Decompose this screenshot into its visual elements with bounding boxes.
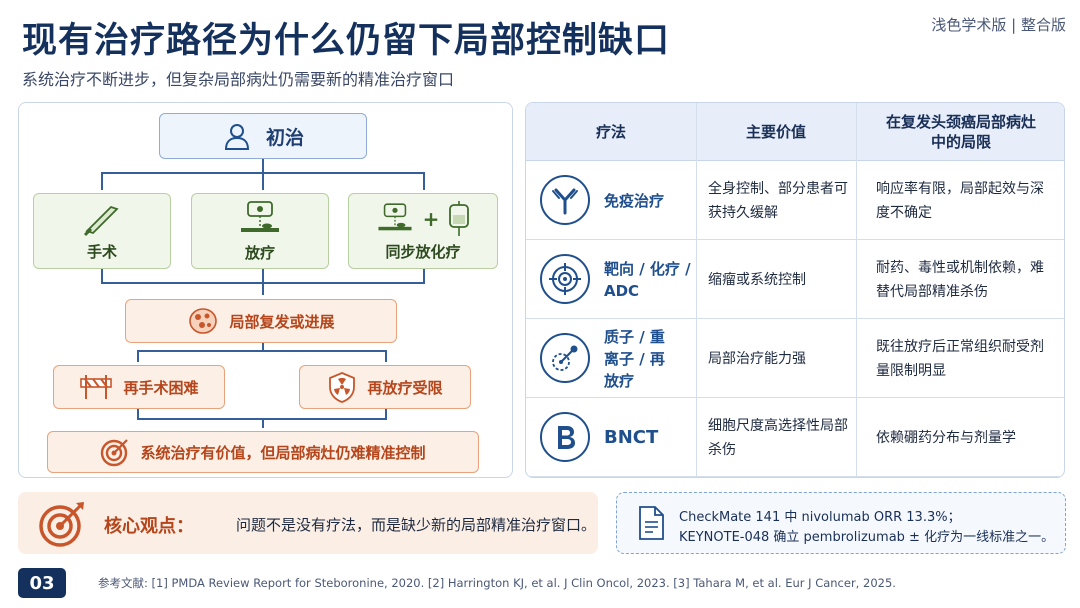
table-row: 免疫治疗 全身控制、部分患者可获持久缓解 响应率有限，局部起效与深度不确定 bbox=[526, 161, 1064, 240]
references: 参考文献: [1] PMDA Review Report for Steboro… bbox=[98, 576, 896, 590]
connector bbox=[137, 409, 139, 419]
therapy-name: 靶向 / 化疗 / ADC bbox=[604, 259, 691, 300]
therapy-name: 质子 / 重离子 / 再放疗 bbox=[604, 327, 665, 390]
connector bbox=[137, 350, 387, 352]
connector bbox=[262, 172, 264, 190]
evidence-line-1: CheckMate 141 中 nivolumab ORR 13.3%； bbox=[679, 510, 961, 525]
initial-treatment-label: 初治 bbox=[265, 126, 304, 149]
radiotherapy-label: 放疗 bbox=[244, 243, 275, 262]
therapy-value: 细胞尺度高选择性局部杀伤 bbox=[708, 417, 848, 458]
core-message-text: 问题不是没有疗法，而是缺少新的局部精准治疗窗口。 bbox=[236, 516, 597, 534]
target-arrow-icon bbox=[39, 502, 84, 547]
connector bbox=[385, 409, 387, 419]
col-header-value: 主要价值 bbox=[745, 123, 806, 141]
tumor-cells-icon bbox=[189, 308, 218, 334]
radiation-machine-icon bbox=[378, 202, 412, 230]
col-header-therapy: 疗法 bbox=[595, 123, 626, 141]
therapy-value: 全身控制、部分患者可获持久缓解 bbox=[708, 180, 848, 221]
table-row: BNCT 细胞尺度高选择性局部杀伤 依赖硼药分布与剂量学 bbox=[526, 398, 1064, 477]
therapy-name: 免疫治疗 bbox=[604, 191, 665, 210]
column-divider bbox=[696, 103, 697, 477]
radiation-shield-icon bbox=[329, 372, 356, 403]
resurgery-label: 再手术困难 bbox=[123, 378, 199, 397]
col-header-limitation: 在复发头颈癌局部病灶中的局限 bbox=[885, 113, 1036, 151]
therapy-name: BNCT bbox=[604, 426, 659, 448]
iv-bag-icon bbox=[449, 200, 470, 236]
resurgery-box: 再手术困难 bbox=[53, 365, 225, 409]
connector bbox=[262, 159, 264, 173]
column-divider bbox=[856, 103, 857, 477]
systemic-therapy-label: 系统治疗有价值，但局部病灶仍难精准控制 bbox=[140, 443, 426, 462]
connector bbox=[423, 269, 425, 283]
table-header: 疗法 主要价值 在复发头颈癌局部病灶中的局限 bbox=[526, 103, 1064, 161]
scalpel-icon bbox=[83, 205, 119, 236]
core-message-banner: 核心观点： 问题不是没有疗法，而是缺少新的局部精准治疗窗口。 bbox=[18, 492, 598, 554]
chemoradiotherapy-label: 同步放化疗 bbox=[385, 242, 461, 261]
therapy-limitation: 响应率有限，局部起效与深度不确定 bbox=[876, 180, 1044, 221]
page-subtitle: 系统治疗不断进步，但复杂局部病灶仍需要新的精准治疗窗口 bbox=[22, 70, 455, 89]
therapy-limitation: 既往放疗后正常组织耐受剂量限制明显 bbox=[876, 338, 1044, 379]
surgery-box: 手术 bbox=[33, 193, 171, 269]
connector bbox=[101, 282, 425, 284]
person-icon bbox=[224, 124, 249, 150]
reradiotherapy-box: 再放疗受限 bbox=[299, 365, 471, 409]
radiotherapy-box: 放疗 bbox=[191, 193, 329, 269]
antibody-icon bbox=[540, 175, 590, 225]
chemoradiotherapy-box: + 同步放化疗 bbox=[348, 193, 498, 269]
connector bbox=[137, 350, 139, 362]
document-icon bbox=[639, 506, 664, 540]
radiation-machine-icon bbox=[241, 200, 279, 232]
page-number: 03 bbox=[18, 568, 66, 598]
recurrence-box: 局部复发或进展 bbox=[125, 299, 397, 343]
connector bbox=[262, 343, 264, 351]
therapy-limitation: 依赖硼药分布与剂量学 bbox=[876, 429, 1016, 446]
target-arrow-icon bbox=[101, 439, 129, 467]
table-row: 质子 / 重离子 / 再放疗 局部治疗能力强 既往放疗后正常组织耐受剂量限制明显 bbox=[526, 319, 1064, 398]
systemic-therapy-box: 系统治疗有价值，但局部病灶仍难精准控制 bbox=[47, 431, 479, 473]
table-row: 靶向 / 化疗 / ADC 缩瘤或系统控制 耐药、毒性或机制依赖，难替代局部精准… bbox=[526, 240, 1064, 319]
connector bbox=[101, 269, 103, 283]
connector bbox=[262, 418, 264, 428]
therapy-limitation: 耐药、毒性或机制依赖，难替代局部精准杀伤 bbox=[876, 259, 1044, 300]
target-crosshair-icon bbox=[540, 254, 590, 304]
boron-b-icon bbox=[540, 412, 590, 462]
page-title: 现有治疗路径为什么仍留下局部控制缺口 bbox=[22, 21, 671, 61]
edition-label: 浅色学术版 | 整合版 bbox=[931, 16, 1066, 34]
plus-icon: + bbox=[422, 206, 440, 231]
proton-beam-icon bbox=[540, 333, 590, 383]
treatment-flow-panel: 初治 手术 放疗 + bbox=[18, 102, 513, 478]
connector bbox=[101, 172, 103, 190]
barrier-icon bbox=[80, 375, 113, 399]
surgery-label: 手术 bbox=[86, 242, 117, 261]
core-message-label: 核心观点： bbox=[104, 516, 194, 537]
evidence-line-2: KEYNOTE-048 确立 pembrolizumab ± 化疗为一线标准之一… bbox=[679, 530, 1055, 545]
connector bbox=[423, 172, 425, 190]
therapy-comparison-table: 疗法 主要价值 在复发头颈癌局部病灶中的局限 免疫治疗 全身控制、部分患者可获持… bbox=[525, 102, 1065, 478]
connector bbox=[385, 350, 387, 362]
recurrence-label: 局部复发或进展 bbox=[229, 312, 335, 331]
initial-treatment-box: 初治 bbox=[159, 113, 367, 159]
therapy-value: 局部治疗能力强 bbox=[708, 350, 806, 367]
therapy-value: 缩瘤或系统控制 bbox=[708, 271, 806, 288]
reradiotherapy-label: 再放疗受限 bbox=[367, 378, 443, 397]
evidence-box: CheckMate 141 中 nivolumab ORR 13.3%； KEY… bbox=[616, 492, 1066, 554]
